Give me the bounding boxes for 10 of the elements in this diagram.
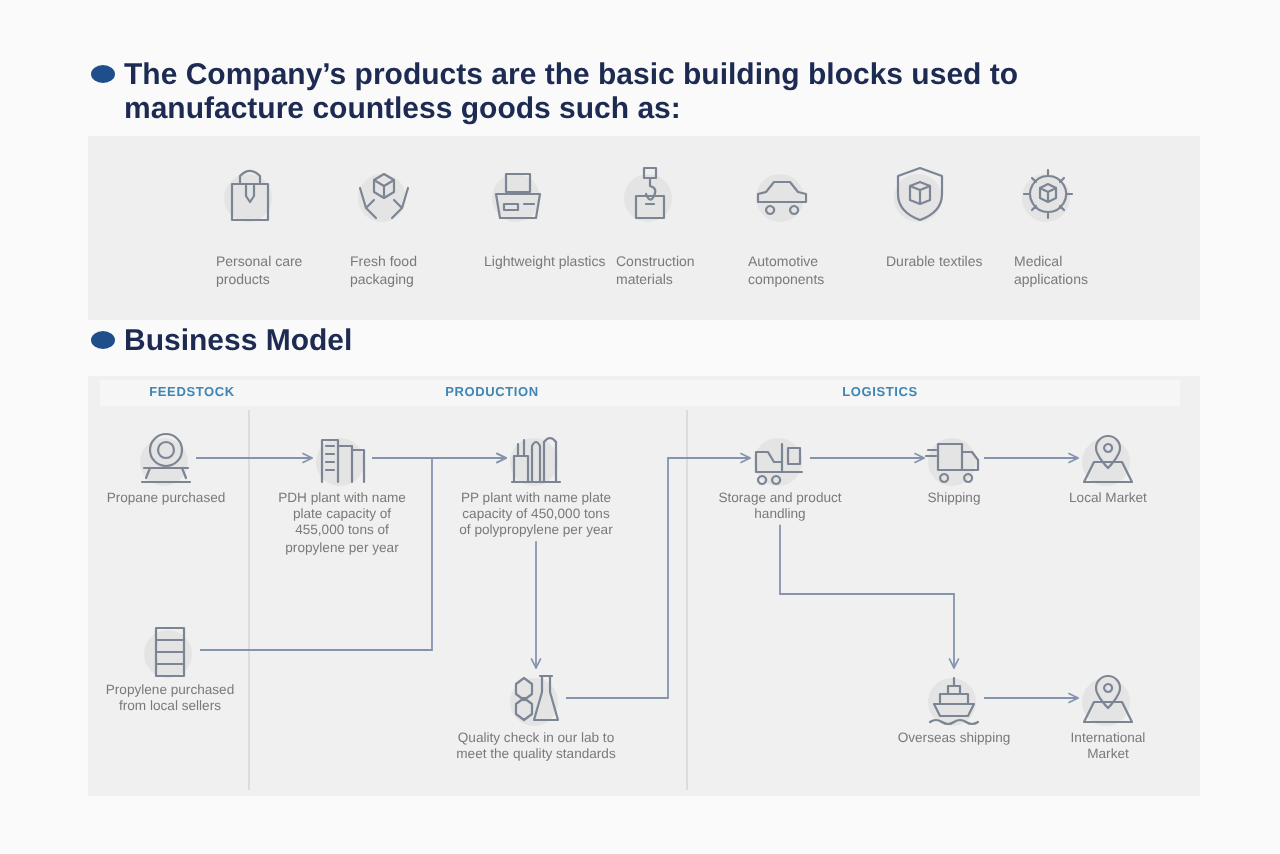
heading: Business Model (124, 324, 353, 358)
arrow (809, 452, 925, 464)
arrow (983, 692, 1079, 704)
arrow (530, 540, 542, 669)
arrow (983, 452, 1079, 464)
arrow (199, 452, 507, 651)
arrow (195, 452, 313, 464)
arrow (565, 452, 751, 699)
arrow (779, 523, 960, 669)
heading: The Company’s products are the basic building blocks used to manufacture countless goods such as: (124, 58, 1021, 126)
